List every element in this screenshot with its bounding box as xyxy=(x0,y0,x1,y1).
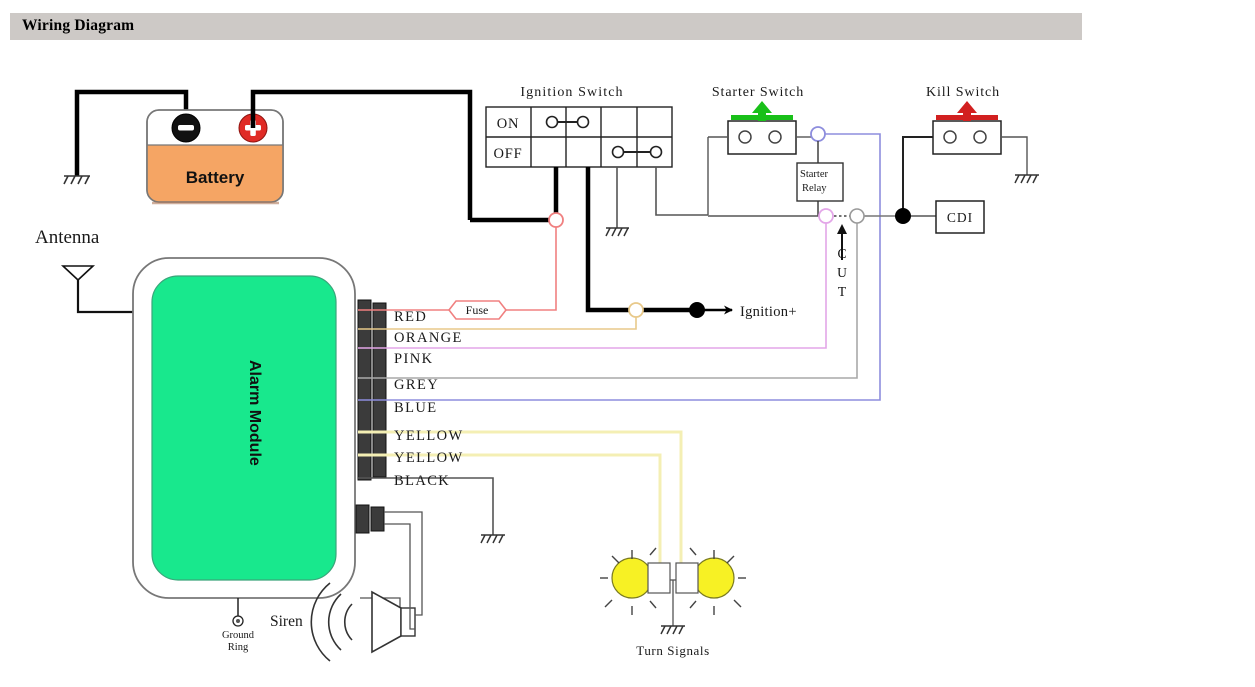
header-bar xyxy=(10,13,1082,40)
turn-signal-right-bulb xyxy=(675,547,746,615)
starter-relay-label-line2: Relay xyxy=(802,183,827,194)
wire-label-black: BLACK xyxy=(394,473,450,489)
wire-label-orange: ORANGE xyxy=(394,330,463,346)
ground-ring xyxy=(232,598,244,627)
wire-label-yellow-2: YELLOW xyxy=(394,450,464,466)
siren-connector xyxy=(355,504,385,534)
fuse xyxy=(447,300,508,320)
battery-negative-terminal xyxy=(171,113,201,143)
wire-label-grey: GREY xyxy=(394,377,439,393)
battery xyxy=(146,109,284,205)
cut-letter-t: T xyxy=(838,284,847,299)
wire-blue xyxy=(358,133,881,401)
kill-switch-ground-symbol xyxy=(1014,174,1039,184)
starter-relay xyxy=(796,141,844,216)
ignition-pin-ground-symbol xyxy=(605,227,629,237)
cut-pink-node xyxy=(818,208,834,224)
battery-ground-symbol xyxy=(63,175,90,185)
ground-ring-label-line1: Ground xyxy=(222,630,255,641)
starter-switch-title: Starter Switch xyxy=(712,85,804,100)
ignition-switch-pins xyxy=(553,167,708,313)
cut-arrow-icon xyxy=(837,224,847,260)
battery-positive-lead xyxy=(250,89,556,223)
ignition-switch-title: Ignition Switch xyxy=(520,85,623,100)
wire-red xyxy=(358,224,557,311)
cdi-box xyxy=(935,200,985,234)
battery-label: Battery xyxy=(186,168,245,187)
starter-relay-label-line1: Starter xyxy=(800,169,828,180)
ground-ring-label-line2: Ring xyxy=(228,642,249,653)
ignition-plus-node xyxy=(689,302,705,318)
orange-junction-node xyxy=(628,302,644,318)
cdi-label: CDI xyxy=(947,210,973,225)
turn-signal-left-bulb xyxy=(600,547,671,615)
ignition-off-bridge xyxy=(611,145,663,159)
kill-switch-title: Kill Switch xyxy=(926,85,1000,100)
wire-labels: RED ORANGE PINK GREY BLUE YELLOW YELLOW … xyxy=(394,309,464,489)
wire-black xyxy=(358,477,494,535)
cut-letter-u: U xyxy=(837,265,847,280)
ignition-on-bridge xyxy=(545,115,590,129)
main-connector xyxy=(357,299,387,481)
kill-switch[interactable] xyxy=(902,101,1028,212)
siren xyxy=(310,511,423,662)
wire-pink xyxy=(358,220,827,349)
antenna-label: Antenna xyxy=(35,227,100,248)
wire-label-red: RED xyxy=(394,309,427,325)
wire-grey xyxy=(358,220,858,379)
turn-signals-label: Turn Signals xyxy=(636,643,710,658)
cut-grey-node xyxy=(849,208,865,224)
turn-signals xyxy=(600,547,746,626)
blue-junction-node xyxy=(810,126,826,142)
wire-label-blue: BLUE xyxy=(394,400,437,416)
fuse-label: Fuse xyxy=(466,303,489,317)
black-wire-ground-symbol xyxy=(480,534,505,544)
ignition-plus-label: Ignition+ xyxy=(740,304,797,320)
wire-label-yellow-1: YELLOW xyxy=(394,428,464,444)
alarm-module xyxy=(132,257,356,599)
turn-signals-ground-symbol xyxy=(660,625,685,635)
starter-switch[interactable] xyxy=(707,101,812,215)
ignition-switch-row-on: ON xyxy=(497,116,520,132)
alarm-module-label: Alarm Module xyxy=(246,360,263,466)
wire-yellow-1 xyxy=(358,430,683,578)
ignition-switch-table[interactable] xyxy=(485,106,673,168)
siren-label: Siren xyxy=(270,613,303,630)
wire-label-pink: PINK xyxy=(394,351,433,367)
cut-letter-c: C xyxy=(837,246,846,261)
wire-yellow-2 xyxy=(358,453,662,578)
red-junction-node xyxy=(548,212,564,228)
cdi-junction-node xyxy=(895,208,911,224)
page-title: Wiring Diagram xyxy=(22,17,135,34)
antenna xyxy=(60,265,133,314)
ignition-switch-row-off: OFF xyxy=(494,146,523,162)
